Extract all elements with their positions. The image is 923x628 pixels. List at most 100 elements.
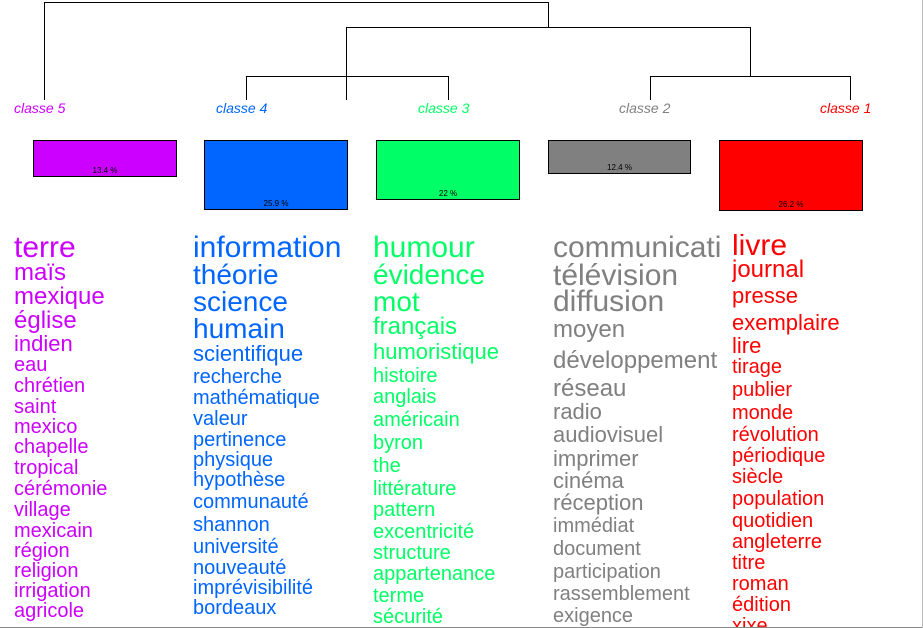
class-word: développement bbox=[553, 347, 718, 374]
class-word: immédiat bbox=[553, 515, 635, 537]
class-4-size-box: 25.9 % bbox=[204, 140, 348, 210]
class-4-percentage: 25.9 % bbox=[263, 199, 289, 208]
class-word: exemplaire bbox=[732, 310, 840, 335]
class-word: hypothèse bbox=[193, 469, 286, 491]
class-word: réseau bbox=[553, 375, 627, 402]
class-word: mot bbox=[373, 286, 420, 317]
class-word: terme bbox=[373, 585, 425, 607]
class-3-label: classe 3 bbox=[418, 100, 470, 116]
class-word: histoire bbox=[373, 365, 438, 387]
class-word: cérémonie bbox=[14, 478, 108, 500]
class-word: roman bbox=[732, 573, 789, 595]
class-word: périodique bbox=[732, 445, 826, 467]
class-word: livre bbox=[732, 234, 788, 262]
class-word: the bbox=[373, 455, 401, 477]
class-5-size-box: 13.4 % bbox=[33, 140, 177, 177]
dendro-subbranch-4-3 bbox=[246, 76, 449, 100]
class-word: humoristique bbox=[373, 339, 499, 364]
class-5-percentage: 13.4 % bbox=[92, 166, 118, 175]
class-word: mexico bbox=[14, 416, 78, 438]
class-word: français bbox=[373, 313, 458, 340]
class-word: angleterre bbox=[732, 531, 823, 553]
class-word: révolution bbox=[732, 424, 819, 446]
class-word: imprévisibilité bbox=[193, 577, 314, 599]
class-word: pertinence bbox=[193, 429, 287, 451]
class-word: presse bbox=[732, 283, 799, 308]
class-5-label: classe 5 bbox=[14, 100, 66, 116]
class-word: pattern bbox=[373, 499, 436, 521]
class-word: bordeaux bbox=[193, 597, 277, 619]
dendro-branch-link bbox=[346, 27, 751, 100]
class-word: science bbox=[193, 286, 288, 317]
class-word: irrigation bbox=[14, 580, 91, 602]
class-1-size-box: 26.2 % bbox=[719, 140, 863, 211]
class-word: évidence bbox=[373, 259, 486, 290]
class-word: shannon bbox=[193, 514, 270, 536]
class-word: mexique bbox=[14, 283, 105, 310]
class-word: participation bbox=[553, 561, 661, 583]
class-word: scientifique bbox=[193, 341, 304, 366]
class-2-word-list: communicationtélévisiondiffusionmoyendév… bbox=[553, 234, 721, 628]
class-word: religion bbox=[14, 560, 79, 582]
class-word: rassemblement bbox=[553, 583, 690, 605]
class-word: chrétien bbox=[14, 375, 86, 397]
class-word: indien bbox=[14, 331, 73, 356]
class-word: xixe bbox=[732, 615, 768, 628]
class-word: édition bbox=[732, 594, 791, 616]
class-2-label: classe 2 bbox=[619, 100, 671, 116]
class-word: recherche bbox=[193, 366, 282, 388]
class-word: imprimer bbox=[553, 446, 639, 471]
class-word: maïs bbox=[14, 259, 67, 286]
class-word: eau bbox=[14, 354, 48, 376]
class-word: radio bbox=[553, 399, 602, 424]
class-word: mathématique bbox=[193, 387, 320, 409]
class-2-size-box: 12.4 % bbox=[548, 140, 691, 174]
class-word: sécurité bbox=[373, 606, 444, 628]
class-word: document bbox=[553, 538, 641, 560]
class-4-label: classe 4 bbox=[216, 100, 268, 116]
dendro-root-link bbox=[44, 2, 549, 100]
class-word: siècle bbox=[732, 466, 784, 488]
class-word: agricole bbox=[14, 600, 85, 622]
class-word: structure bbox=[373, 542, 451, 564]
class-1-percentage: 26.2 % bbox=[778, 200, 804, 209]
class-1-label: classe 1 bbox=[820, 100, 872, 116]
class-word: appartenance bbox=[373, 563, 496, 585]
class-word: nouveauté bbox=[193, 557, 287, 579]
class-word: université bbox=[193, 536, 279, 558]
class-word: théorie bbox=[193, 259, 279, 290]
class-word: exigence bbox=[553, 605, 634, 627]
class-word: anglais bbox=[373, 386, 437, 408]
class-word: cinéma bbox=[553, 468, 624, 493]
class-word: publier bbox=[732, 379, 793, 401]
class-word: américain bbox=[373, 409, 460, 431]
class-word: monde bbox=[732, 402, 794, 424]
class-word: byron bbox=[373, 432, 424, 454]
class-word: diffusion bbox=[553, 285, 665, 318]
dendro-subbranch-2-1 bbox=[650, 76, 851, 100]
class-word: village bbox=[14, 499, 71, 521]
class-word: humain bbox=[193, 313, 285, 344]
class-word: tirage bbox=[732, 356, 783, 378]
class-word: saint bbox=[14, 396, 57, 418]
class-word: valeur bbox=[193, 408, 248, 430]
class-word: communauté bbox=[193, 491, 309, 513]
class-3-size-box: 22 % bbox=[376, 140, 520, 200]
class-word: terre bbox=[14, 234, 76, 264]
class-word: lire bbox=[732, 333, 762, 358]
class-word: population bbox=[732, 488, 825, 510]
class-word: mexicain bbox=[14, 520, 93, 542]
class-word: région bbox=[14, 540, 70, 562]
class-word: moyen bbox=[553, 316, 626, 343]
class-3-percentage: 22 % bbox=[438, 189, 458, 198]
class-word: excentricité bbox=[373, 521, 475, 543]
class-word: journal bbox=[732, 256, 805, 283]
class-word: humour bbox=[373, 234, 475, 264]
class-word: littérature bbox=[373, 478, 457, 500]
class-word: réception bbox=[553, 490, 644, 515]
